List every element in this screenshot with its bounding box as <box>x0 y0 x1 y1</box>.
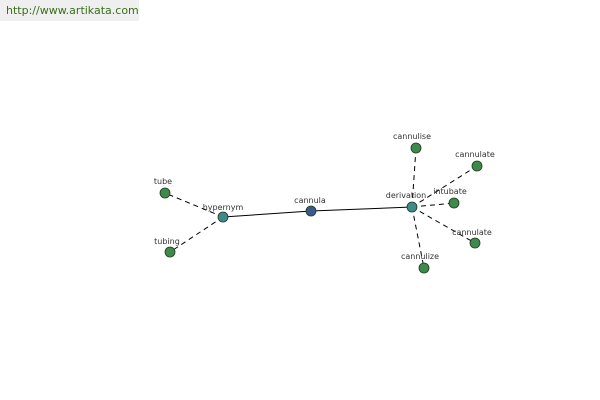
word-label-cannulize: cannulize <box>401 252 439 261</box>
edge-derivation-intubate <box>411 202 455 208</box>
relation-node-hypernym[interactable] <box>217 211 229 223</box>
relation-node-derivation[interactable] <box>406 201 418 213</box>
node-layer <box>159 142 483 274</box>
word-node-tube[interactable] <box>159 187 171 199</box>
edge-derivation-cannulize <box>411 206 425 269</box>
word-node-cannulise[interactable] <box>410 142 422 154</box>
edge-derivation-cannulate <box>411 165 478 208</box>
word-label-cannulate: cannulate <box>455 150 495 159</box>
center-node-label: cannula <box>294 196 326 205</box>
word-label-cannulate: cannulate <box>452 228 492 237</box>
edge-derivation-cannulate <box>411 206 476 244</box>
label-layer: cannula hypernym tube tubing derivation cannu… <box>154 132 495 261</box>
word-node-tubing[interactable] <box>164 246 176 258</box>
edge-hypernym-tubing <box>169 216 224 253</box>
edge-derivation-cannulise <box>411 147 417 208</box>
word-label-cannulise: cannulise <box>393 132 431 141</box>
relation-label-derivation: derivation <box>386 191 426 200</box>
word-node-cannulate[interactable] <box>469 237 481 249</box>
edge-hypernym-tube <box>164 192 224 218</box>
word-node-cannulize[interactable] <box>418 262 430 274</box>
url-text[interactable]: http://www.artikata.com <box>6 4 139 17</box>
url-banner[interactable]: http://www.artikata.com <box>0 0 139 21</box>
word-label-tubing: tubing <box>154 237 180 246</box>
edge-layer <box>164 147 478 269</box>
center-node[interactable] <box>305 205 317 217</box>
word-node-intubate[interactable] <box>448 197 460 209</box>
word-node-cannulate[interactable] <box>471 160 483 172</box>
word-label-intubate: intubate <box>433 187 467 196</box>
relation-label-hypernym: hypernym <box>203 203 244 212</box>
edge-center-hypernym <box>222 210 312 218</box>
edge-center-derivation <box>310 206 413 212</box>
word-label-tube: tube <box>154 177 172 186</box>
